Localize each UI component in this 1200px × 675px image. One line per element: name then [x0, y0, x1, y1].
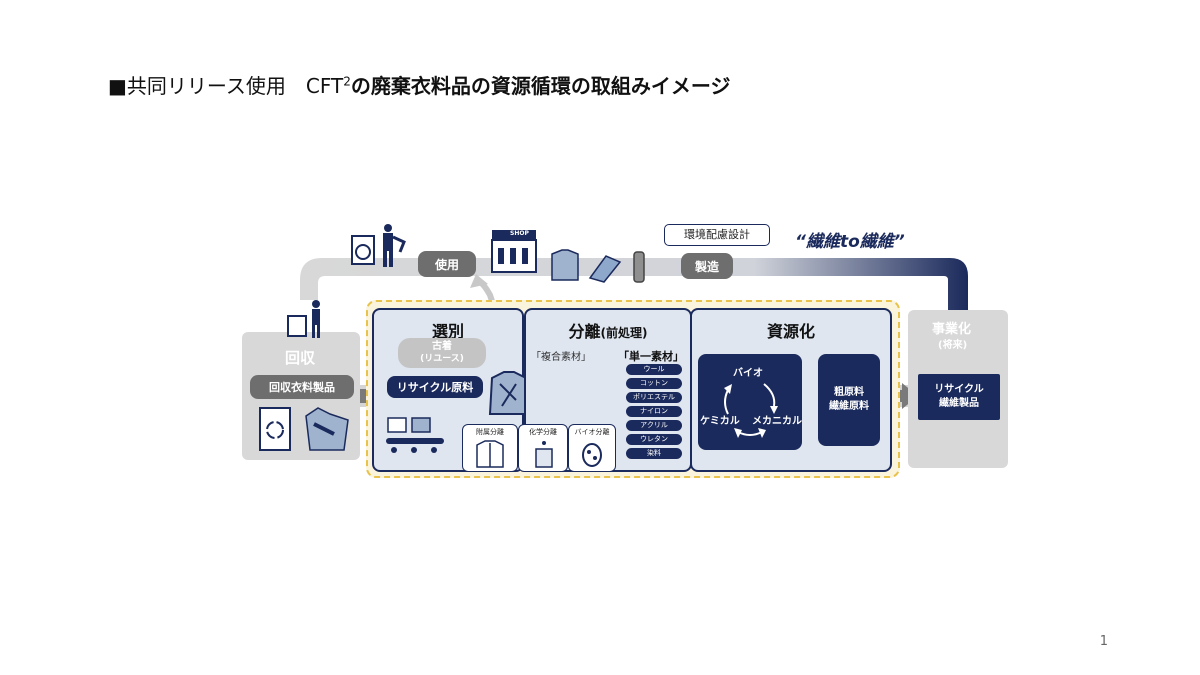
raw-material-line2: 繊維原料	[829, 401, 869, 412]
conveyor-belt-icon	[386, 417, 444, 453]
separation-title: 分離(前処理)	[526, 318, 690, 342]
material-dye: 染料	[626, 448, 682, 459]
recycle-bin-clothes-icon	[259, 407, 349, 451]
secondhand-badge: 古着 (リユース)	[398, 338, 486, 368]
recycle-material-pill: リサイクル原料	[387, 376, 483, 398]
method-card-accessory: 附属分離	[462, 424, 518, 472]
recycled-product-line1: リサイクル	[934, 384, 984, 395]
business-future: (将来)	[938, 340, 968, 351]
collected-clothing-pill: 回収衣料製品	[250, 375, 354, 399]
manufacturing-text: 製造	[694, 259, 719, 274]
separation-title-text: 分離	[568, 322, 601, 341]
secondhand-text: 古着	[432, 341, 452, 352]
design-label: 環境配慮設計	[664, 224, 770, 246]
design-label-text: 環境配慮設計	[684, 228, 750, 241]
cycle-mechanical: メカニカル	[752, 416, 802, 427]
method-bio-label: バイオ分離	[574, 428, 610, 436]
material-cotton: コットン	[626, 378, 682, 389]
business-title: 事業化	[932, 322, 972, 337]
material-acrylic: アクリル	[626, 420, 682, 431]
material-urethane: ウレタン	[626, 434, 682, 445]
manufacturing-pill: 製造	[681, 253, 733, 279]
use-text: 使用	[434, 257, 459, 272]
beaker-icon	[535, 441, 553, 468]
washing-person-icon	[351, 224, 406, 267]
title-superscript: 2	[343, 74, 351, 89]
page-number: 1	[1099, 634, 1108, 649]
cycle-arrows	[724, 383, 778, 438]
recycled-product-line2: 繊維製品	[939, 398, 979, 409]
shop-icon	[491, 230, 537, 273]
material-polyester: ポリエステル	[626, 392, 682, 403]
title-main: の廃棄衣料品の資源循環の取組みイメージ	[350, 74, 731, 98]
collected-clothing-text: 回収衣料製品	[269, 381, 335, 394]
recycle-material-text: リサイクル原料	[396, 381, 474, 394]
recycled-product-box: リサイクル 繊維製品	[918, 374, 1000, 420]
raw-material-box: 粗原料 繊維原料	[818, 354, 880, 446]
shop-sign: SHOP	[510, 230, 529, 237]
method-accessory-label: 附属分離	[476, 428, 504, 436]
page-title: ■共同リリース使用 CFT2の廃棄衣料品の資源循環の取組みイメージ	[108, 70, 730, 99]
microbe-icon	[582, 443, 602, 467]
jacket-icon	[476, 440, 504, 468]
title-prefix: ■共同リリース使用 CFT	[108, 74, 344, 98]
slogan: “繊維to繊維”	[795, 232, 905, 252]
raw-material-line1: 粗原料	[834, 387, 864, 398]
method-chemical-label: 化学分離	[529, 428, 557, 436]
resource-title: 資源化	[766, 322, 815, 341]
composite-label: 「複合素材」	[531, 352, 591, 363]
method-card-bio: バイオ分離	[568, 424, 616, 472]
sorting-title: 選別	[431, 322, 464, 341]
material-wool: ウール	[626, 364, 682, 375]
single-label: 「単一素材」	[618, 350, 684, 363]
material-nylon: ナイロン	[626, 406, 682, 417]
method-card-chemical: 化学分離	[518, 424, 568, 472]
reuse-text: (リユース)	[420, 354, 464, 364]
use-pill: 使用	[418, 251, 476, 277]
reuse-arrow-head	[470, 274, 488, 288]
collection-title: 回収	[285, 349, 316, 367]
garment-materials-icons	[551, 249, 645, 283]
cycle-chemical: ケミカル	[700, 416, 740, 427]
separation-title-suffix: (前処理)	[600, 326, 648, 340]
cycle-bio: バイオ	[733, 368, 763, 379]
collection-person-icon	[287, 300, 320, 338]
